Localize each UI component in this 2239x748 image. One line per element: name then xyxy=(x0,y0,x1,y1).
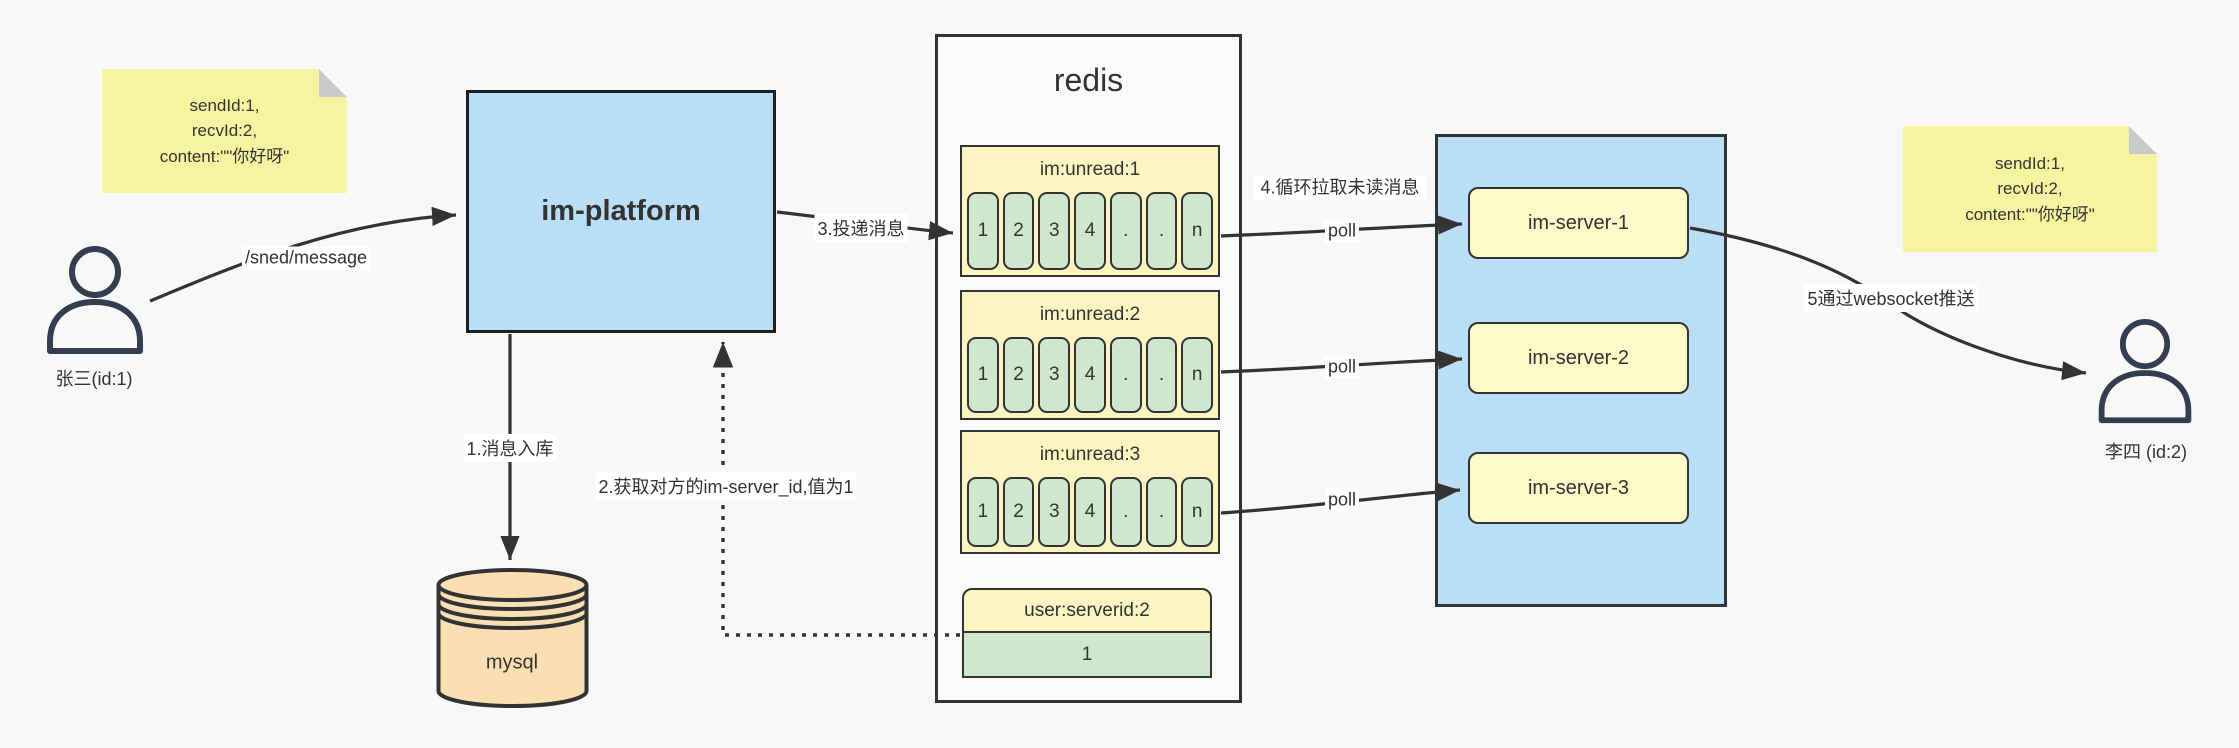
note-line: content:""你好呀" xyxy=(159,146,290,166)
note-fold-corner xyxy=(2129,126,2157,154)
queue-cell: 4 xyxy=(1074,192,1106,270)
queue-cells: 1 2 3 4 . . n xyxy=(967,477,1214,547)
queue-cell: 4 xyxy=(1074,337,1106,413)
mysql-database-icon xyxy=(436,568,589,708)
edge-label-step1: 1.消息入库 xyxy=(463,434,557,462)
note-fold-corner xyxy=(319,69,347,97)
edge-label-step2: 2.获取对方的im-server_id,值为1 xyxy=(595,472,857,500)
im-platform-label: im-platform xyxy=(541,195,701,227)
note-line: content:""你好呀" xyxy=(1965,204,2095,224)
redis-kv-user-serverid: user:serverid:2 1 xyxy=(962,588,1212,678)
redis-queue-unread-2: im:unread:2 1 2 3 4 . . n xyxy=(960,290,1220,420)
note-line: recvId:2, xyxy=(1997,179,2063,199)
queue-cell: 2 xyxy=(1002,337,1035,413)
edge-label-poll-3: poll xyxy=(1324,488,1360,512)
queue-name: im:unread:1 xyxy=(1039,158,1141,180)
im-server-label: im-server-1 xyxy=(1527,211,1630,234)
queue-cell: n xyxy=(1181,477,1214,547)
edge-label-send-message: /sned/message xyxy=(241,246,371,270)
im-server-label: im-server-2 xyxy=(1527,346,1630,369)
queue-cell: n xyxy=(1181,337,1214,413)
kv-value: 1 xyxy=(962,633,1212,678)
redis-queue-unread-3: im:unread:3 1 2 3 4 . . n xyxy=(960,430,1220,554)
queue-cell: n xyxy=(1181,192,1214,270)
queue-cell: 1 xyxy=(967,477,999,547)
queue-cell: 1 xyxy=(967,337,999,413)
kv-key: user:serverid:2 xyxy=(962,588,1212,633)
edge-label-poll-2: poll xyxy=(1324,355,1360,379)
queue-cell: . xyxy=(1109,477,1142,547)
sticky-note-message-right: sendId:1, recvId:2, content:""你好呀" xyxy=(1903,126,2157,252)
note-line: sendId:1, xyxy=(189,95,260,115)
edge-label-step5: 5通过websocket推送 xyxy=(1804,284,1978,312)
queue-cell: 1 xyxy=(967,192,999,270)
edge-label-step3: 3.投递消息 xyxy=(814,214,908,242)
queue-cells: 1 2 3 4 . . n xyxy=(967,192,1214,270)
queue-cell: . xyxy=(1109,337,1142,413)
im-platform-node: im-platform xyxy=(466,90,776,333)
queue-cell: 3 xyxy=(1038,477,1071,547)
redis-title: redis xyxy=(1053,62,1124,98)
queue-cell: . xyxy=(1145,477,1178,547)
queue-cell: 4 xyxy=(1074,477,1106,547)
im-server-1-node: im-server-1 xyxy=(1468,187,1689,259)
queue-cell: 2 xyxy=(1002,192,1035,270)
queue-cell: 3 xyxy=(1038,337,1071,413)
person-sender-icon xyxy=(47,246,143,354)
im-server-3-node: im-server-3 xyxy=(1468,452,1689,524)
person-receiver-icon xyxy=(2098,318,2192,424)
edge-label-poll-1: poll xyxy=(1324,219,1360,243)
queue-cells: 1 2 3 4 . . n xyxy=(967,337,1214,413)
edge-label-step4: 4.循环拉取未读消息 xyxy=(1253,175,1427,201)
queue-cell: . xyxy=(1145,337,1178,413)
sender-name-label: 张三(id:1) xyxy=(55,369,133,389)
queue-name: im:unread:3 xyxy=(1039,443,1141,465)
im-server-2-node: im-server-2 xyxy=(1468,322,1689,394)
queue-name: im:unread:2 xyxy=(1039,303,1141,325)
queue-cell: . xyxy=(1109,192,1142,270)
receiver-name-label: 李四 (id:2) xyxy=(2104,442,2188,462)
im-server-label: im-server-3 xyxy=(1527,476,1630,499)
queue-cell: 2 xyxy=(1002,477,1035,547)
redis-queue-unread-1: im:unread:1 1 2 3 4 . . n xyxy=(960,145,1220,277)
sticky-note-message-left: sendId:1, recvId:2, content:""你好呀" xyxy=(102,69,347,193)
mysql-label: mysql xyxy=(485,651,539,674)
note-line: recvId:2, xyxy=(191,121,258,141)
note-line: sendId:1, xyxy=(1995,153,2065,173)
queue-cell: . xyxy=(1145,192,1178,270)
queue-cell: 3 xyxy=(1038,192,1071,270)
